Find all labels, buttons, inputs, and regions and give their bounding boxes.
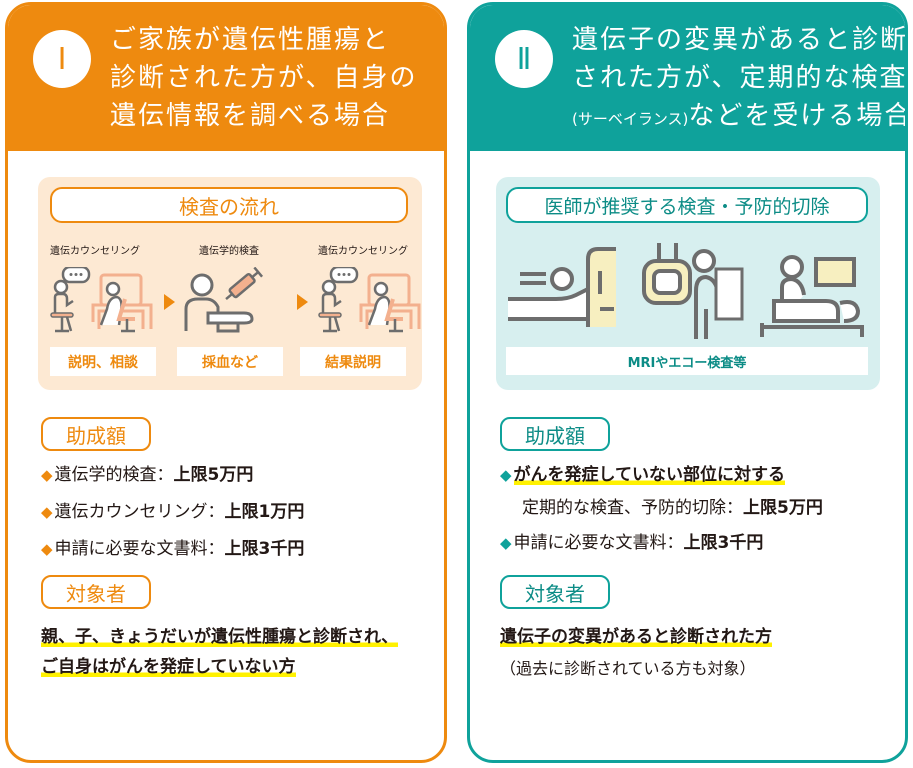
subsidy-item-sub: 定期的な検査、予防的切除：上限5万円	[522, 493, 823, 518]
target-line: ご自身はがんを発症していない方	[41, 657, 296, 677]
item-label: 遺伝学的検査：	[54, 465, 174, 485]
tests-caption: MRIやエコー検査等	[506, 347, 868, 375]
item-amount: 上限3千円	[224, 539, 305, 559]
flow-title: 検査の流れ	[50, 187, 408, 223]
test-flow-box: 検査の流れ 遺伝カウンセリング 遺伝学的検査 遺伝カウンセリング	[38, 177, 422, 390]
item-highlight: がんを発症していない部位に対する	[513, 465, 786, 485]
diamond-bullet-icon: ◆	[41, 503, 53, 521]
subsidy-item: ◆申請に必要な文書料：上限3千円	[500, 528, 763, 553]
target-note: （過去に診断されている方も対象）	[500, 659, 756, 678]
step-caption: 結果説明	[300, 347, 406, 376]
panel-family-diagnosed: Ⅰ ご家族が遺伝性腫瘍と 診断された方が、自身の 遺伝情報を調べる場合 検査の流…	[5, 2, 447, 763]
arrow-right-icon	[297, 294, 308, 310]
panel-number-badge: Ⅰ	[33, 30, 91, 88]
step-label: 遺伝カウンセリング	[318, 246, 408, 257]
item-amount: 上限1万円	[224, 502, 305, 522]
subsidy-item: ◆遺伝カウンセリング：上限1万円	[41, 497, 304, 522]
target-line: 遺伝子の変異があると診断された方	[500, 627, 772, 647]
target-description: 遺伝子の変異があると診断された方	[500, 622, 772, 652]
item-amount: 上限5万円	[173, 465, 254, 485]
step-label: 遺伝カウンセリング	[50, 246, 140, 257]
diamond-bullet-icon: ◆	[41, 466, 53, 484]
blood-test-icon	[184, 267, 264, 333]
panel-title: ご家族が遺伝性腫瘍と 診断された方が、自身の 遺伝情報を調べる場合	[110, 21, 417, 135]
item-amount: 上限5万円	[743, 498, 823, 518]
counseling-icon	[50, 267, 153, 333]
title-line: された方が、定期的な検査	[572, 63, 908, 93]
ultrasound-icon	[760, 255, 864, 337]
panel-header: Ⅱ 遺伝子の変異があると診断 された方が、定期的な検査 (サーベイランス)などを…	[470, 5, 905, 151]
target-tag: 対象者	[500, 575, 610, 609]
subsidy-tag: 助成額	[41, 417, 151, 451]
target-line: 親、子、きょうだいが遺伝性腫瘍と診断され、	[41, 627, 399, 647]
item-amount: 上限3千円	[683, 533, 764, 553]
title-line: ご家族が遺伝性腫瘍と	[110, 25, 391, 55]
title-line: 遺伝子の変異があると診断	[572, 25, 908, 55]
subsidy-tag: 助成額	[500, 417, 610, 451]
step-label: 遺伝学的検査	[199, 246, 259, 257]
subsidy-item: ◆遺伝学的検査：上限5万円	[41, 460, 253, 485]
counseling-icon	[318, 267, 421, 333]
title-line: 遺伝情報を調べる場合	[110, 101, 391, 131]
target-tag: 対象者	[41, 575, 151, 609]
item-label: 申請に必要な文書料：	[513, 533, 684, 553]
title-line-main: などを受ける場合	[688, 101, 908, 131]
title-line: 診断された方が、自身の	[110, 63, 418, 93]
diamond-bullet-icon: ◆	[41, 540, 53, 558]
target-description: 親、子、きょうだいが遺伝性腫瘍と診断され、 ご自身はがんを発症していない方	[41, 622, 399, 682]
subsidy-item: ◆がんを発症していない部位に対する	[500, 460, 786, 485]
panel-header: Ⅰ ご家族が遺伝性腫瘍と 診断された方が、自身の 遺伝情報を調べる場合	[8, 5, 444, 151]
arrow-right-icon	[164, 294, 175, 310]
mri-icon	[508, 247, 616, 327]
flow-title: 医師が推奨する検査・予防的切除	[506, 187, 868, 223]
step-caption: 採血など	[177, 347, 283, 376]
item-label: 遺伝カウンセリング：	[54, 502, 225, 522]
surveillance-note: (サーベイランス)	[572, 110, 689, 128]
step-caption: 説明、相談	[50, 347, 156, 376]
recommended-tests-box: 医師が推奨する検査・予防的切除	[496, 177, 880, 390]
panel-variant-diagnosed: Ⅱ 遺伝子の変異があると診断 された方が、定期的な検査 (サーベイランス)などを…	[467, 2, 908, 763]
title-line: (サーベイランス)などを受ける場合	[572, 97, 908, 138]
diamond-bullet-icon: ◆	[500, 534, 512, 552]
panel-number-badge: Ⅱ	[495, 30, 553, 88]
item-label: 申請に必要な文書料：	[54, 539, 225, 559]
diamond-bullet-icon: ◆	[500, 466, 512, 484]
item-label: 定期的な検査、予防的切除：	[522, 498, 743, 518]
xray-icon	[642, 243, 744, 339]
panel-title: 遺伝子の変異があると診断 された方が、定期的な検査 (サーベイランス)などを受け…	[572, 21, 908, 138]
subsidy-item: ◆申請に必要な文書料：上限3千円	[41, 534, 304, 559]
medical-exam-illustration	[508, 243, 864, 339]
